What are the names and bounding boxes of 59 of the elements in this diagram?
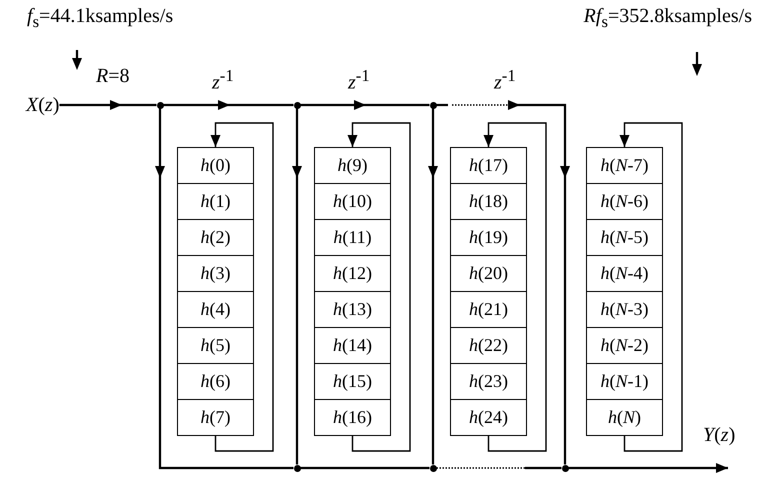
sample-rate-label: Rf$_{s}$=352.8ksamples/s xyxy=(584,4,752,33)
coefficient-register: h(6) xyxy=(177,363,254,400)
coefficient-register: h(3) xyxy=(177,255,254,292)
coefficient-register: h(10) xyxy=(314,183,391,220)
coefficient-register: h(7) xyxy=(177,399,254,436)
coefficient-register: h(23) xyxy=(450,363,527,400)
coefficient-register: h(24) xyxy=(450,399,527,436)
coefficient-register: h(11) xyxy=(314,219,391,256)
signal-arrow xyxy=(300,100,430,110)
coefficient-register: h(14) xyxy=(314,327,391,364)
coefficient-register: h(17) xyxy=(450,147,527,184)
coefficient-register: h(4) xyxy=(177,291,254,328)
signal-arrow xyxy=(292,108,302,464)
junction-dot xyxy=(430,464,436,472)
coefficient-register: h(N-7) xyxy=(586,147,663,184)
coefficient-register: h(9) xyxy=(314,147,391,184)
signal-arrow xyxy=(155,108,294,470)
signal-arrow xyxy=(568,463,728,473)
coefficient-register: h(22) xyxy=(450,327,527,364)
coefficient-register: h(19) xyxy=(450,219,527,256)
delay-label: z$^{-1}$ xyxy=(212,65,234,95)
junction-dot xyxy=(294,102,300,108)
signal-arrow xyxy=(59,100,156,110)
coefficient-register: h(16) xyxy=(314,399,391,436)
coefficient-register: h(15) xyxy=(314,363,391,400)
coefficient-register: h(N) xyxy=(586,399,663,436)
junction-dot xyxy=(156,102,164,108)
coefficient-register: h(N-2) xyxy=(586,327,663,364)
coefficient-register: h(18) xyxy=(450,183,527,220)
signal-arrow xyxy=(436,100,570,464)
coefficient-register: h(N-3) xyxy=(586,291,663,328)
signal-arrow xyxy=(428,108,438,464)
signal-arrow xyxy=(620,122,683,452)
coefficient-register: h(N-6) xyxy=(586,183,663,220)
coefficient-register: h(20) xyxy=(450,255,527,292)
junction-dot xyxy=(430,102,436,108)
signal-arrow xyxy=(348,122,411,452)
signal-arrow xyxy=(210,122,274,452)
coefficient-register: h(5) xyxy=(177,327,254,364)
junction-dot xyxy=(294,464,300,472)
coefficient-register: h(21) xyxy=(450,291,527,328)
coefficient-register: h(N-4) xyxy=(586,255,663,292)
ratio-label: R=8 xyxy=(96,64,130,88)
delay-label: z$^{-1}$ xyxy=(348,65,370,95)
junction-dot xyxy=(562,464,568,472)
coefficient-register: h(N-1) xyxy=(586,363,663,400)
coefficient-register: h(0) xyxy=(177,147,254,184)
coefficient-register: h(12) xyxy=(314,255,391,292)
signal-arrow xyxy=(484,122,547,452)
coefficient-register: h(13) xyxy=(314,291,391,328)
sample-rate-label: f$_{s}$=44.1ksamples/s xyxy=(27,4,174,33)
coefficient-register: h(1) xyxy=(177,183,254,220)
delay-label: z$^{-1}$ xyxy=(494,65,516,95)
signal-arrow xyxy=(164,100,294,110)
coefficient-register: h(N-5) xyxy=(586,219,663,256)
output-signal-label: Y(z) xyxy=(703,423,736,468)
coefficient-register: h(2) xyxy=(177,219,254,256)
signal-arrow xyxy=(436,466,562,470)
input-signal-label: X(z) xyxy=(26,93,60,117)
